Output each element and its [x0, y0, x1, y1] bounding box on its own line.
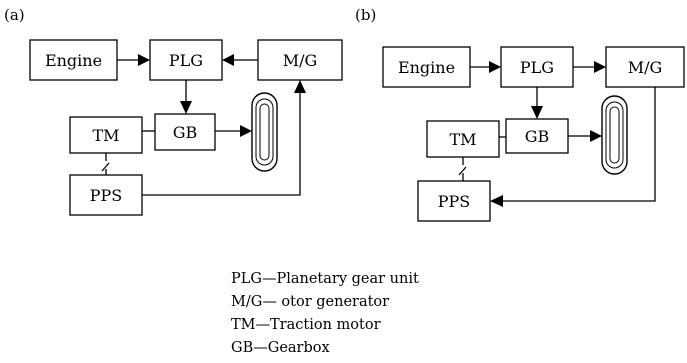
- connections-b: [458, 61, 656, 207]
- panel-b-label: (b): [355, 6, 376, 24]
- panel-b: (b) Engine PLG M/G TM GB PPS: [355, 6, 685, 222]
- gb-block-b: GB: [505, 118, 569, 154]
- pps-block-a: PPS: [69, 174, 143, 216]
- legend: PLG—Planetary gear unit M/G— otor genera…: [231, 271, 419, 356]
- wheel-icon-a: [251, 92, 278, 172]
- pps-label-a: PPS: [90, 186, 123, 205]
- plg-label-b: PLG: [520, 58, 554, 77]
- mg-label-a: M/G: [283, 51, 318, 70]
- mg-block-a: M/G: [257, 39, 343, 81]
- gb-block-a: GB: [154, 113, 216, 151]
- tm-label-b: TM: [449, 130, 476, 149]
- mg-label-b: M/G: [628, 58, 663, 77]
- wheel-icon-b: [601, 95, 628, 175]
- engine-block-b: Engine: [382, 46, 471, 88]
- panel-a: (a) Engine PLG M/G TM GB PPS: [4, 6, 343, 216]
- engine-label-a: Engine: [45, 51, 102, 70]
- pps-block-b: PPS: [417, 180, 491, 222]
- tm-block-b: TM: [426, 120, 500, 158]
- plg-block-a: PLG: [149, 39, 223, 81]
- plg-block-b: PLG: [500, 46, 574, 88]
- panel-a-label: (a): [4, 6, 25, 24]
- connections-a: [101, 54, 306, 196]
- tm-label-a: TM: [92, 126, 119, 145]
- legend-item-tm: TM—Traction motor: [231, 317, 381, 333]
- mg-block-b: M/G: [605, 46, 685, 88]
- legend-item-mg: M/G— otor generator: [231, 294, 389, 310]
- gb-label-b: GB: [525, 127, 550, 146]
- tm-block-a: TM: [69, 116, 143, 154]
- legend-item-gb: GB—Gearbox: [231, 340, 330, 356]
- gb-label-a: GB: [173, 123, 198, 142]
- plg-label-a: PLG: [169, 51, 203, 70]
- pps-label-b: PPS: [438, 192, 471, 211]
- engine-label-b: Engine: [398, 58, 455, 77]
- engine-block-a: Engine: [29, 39, 118, 81]
- legend-item-plg: PLG—Planetary gear unit: [231, 271, 419, 287]
